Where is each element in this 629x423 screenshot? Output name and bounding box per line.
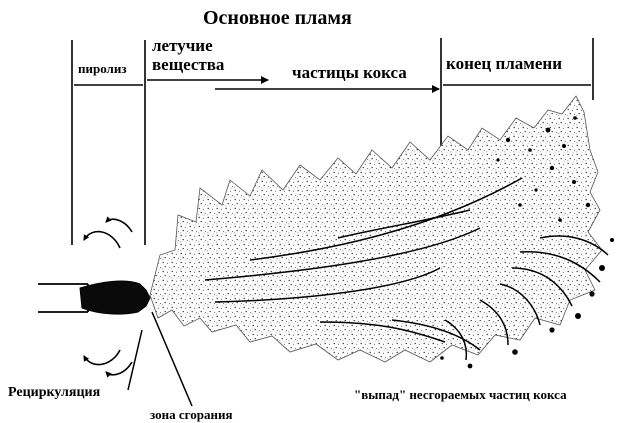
volatiles-label-line2: вещества xyxy=(152,56,224,73)
recirculation-arrow-top-1 xyxy=(84,232,120,248)
recirculation-arrow-top-2 xyxy=(106,219,132,232)
volatiles-label-line1: летучие xyxy=(152,37,213,54)
combustion-zone-pointer xyxy=(152,312,192,406)
flame-end-label: конец пламени xyxy=(446,55,562,72)
pyrolysis-label: пиролиз xyxy=(78,62,127,75)
combustion-core xyxy=(80,281,150,314)
combustion-zone-label: зона сгорания xyxy=(150,408,232,421)
recirculation-arrow-bottom-2 xyxy=(106,362,132,375)
recirculation-arrow-bottom-1 xyxy=(84,350,120,365)
fallout-label: "выпад" несгораемых частиц кокса xyxy=(354,388,567,401)
diagram-title: Основное пламя xyxy=(203,8,352,28)
coke-particles-label: частицы кокса xyxy=(292,64,407,81)
recirculation-pointer xyxy=(128,330,142,390)
recirculation-label: Рециркуляция xyxy=(8,386,100,400)
